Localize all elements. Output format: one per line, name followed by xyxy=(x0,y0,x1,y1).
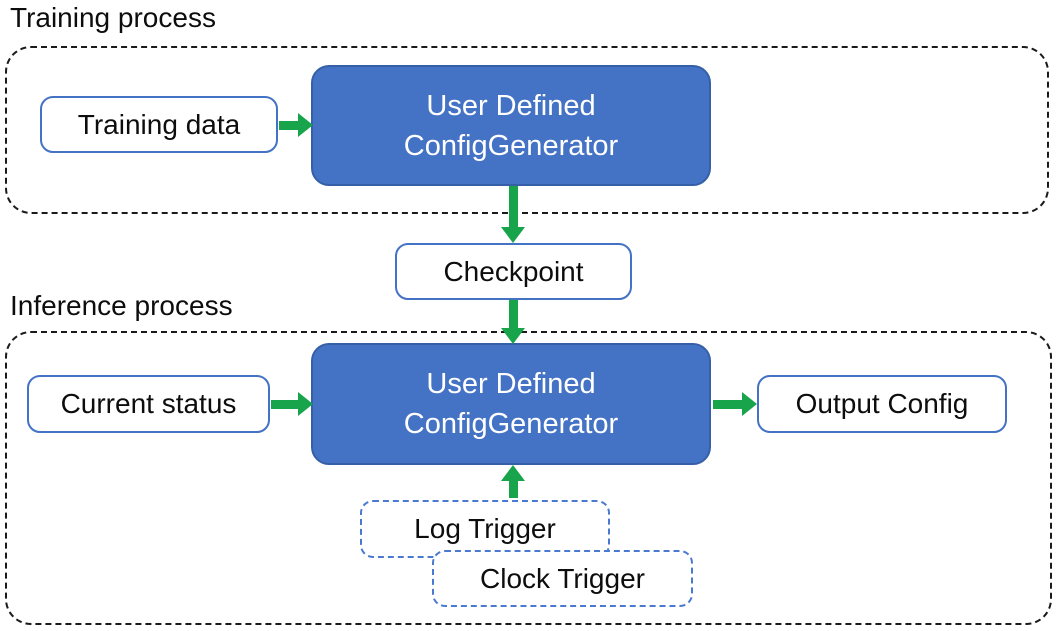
inference-config-generator-box: User Defined ConfigGenerator xyxy=(311,343,711,465)
arrow-head xyxy=(298,392,313,416)
clock-trigger-box: Clock Trigger xyxy=(432,550,693,607)
training-config-generator-line1: User Defined xyxy=(426,89,596,122)
log-trigger-label: Log Trigger xyxy=(414,513,556,544)
inference-config-generator-line2: ConfigGenerator xyxy=(403,408,619,440)
training-process-container xyxy=(5,46,1049,214)
inference-process-container xyxy=(5,331,1052,625)
arrow-head xyxy=(501,328,525,344)
arrow-right-generator-to-output-config-icon xyxy=(713,392,757,416)
arrow-stem xyxy=(713,399,742,409)
checkpoint-label: Checkpoint xyxy=(443,255,584,287)
training-process-label: Training process xyxy=(10,2,216,33)
checkpoint-box: Checkpoint xyxy=(395,243,632,300)
training-data-box: Training data xyxy=(40,96,278,153)
arrow-stem xyxy=(508,481,518,498)
clock-trigger-label: Clock Trigger xyxy=(480,562,645,594)
arrow-head xyxy=(501,465,525,481)
arrow-head xyxy=(742,392,757,416)
current-status-label: Current status xyxy=(60,388,237,419)
inference-process-label: Inference process xyxy=(10,290,233,321)
output-config-box: Output Config xyxy=(757,375,1007,433)
current-status-box: Current status xyxy=(27,375,270,433)
arrow-down-checkpoint-to-generator-icon xyxy=(501,300,525,344)
arrow-stem xyxy=(271,399,298,409)
arrow-head xyxy=(501,227,525,243)
arrow-stem xyxy=(279,120,298,130)
arrow-down-generator-to-checkpoint-icon xyxy=(501,186,525,243)
arrow-right-training-data-to-generator-icon xyxy=(279,113,313,137)
log-trigger-box: Log Trigger xyxy=(360,500,610,558)
arrow-up-triggers-to-generator-icon xyxy=(501,465,525,498)
inference-config-generator-line1: User Defined xyxy=(426,368,596,400)
training-data-label: Training data xyxy=(77,108,241,140)
arrow-head xyxy=(298,113,313,137)
training-config-generator-box: User Defined ConfigGenerator xyxy=(311,65,711,186)
arrow-stem xyxy=(508,300,518,328)
arrow-right-current-status-to-generator-icon xyxy=(271,392,313,416)
output-config-label: Output Config xyxy=(795,388,969,419)
arrow-stem xyxy=(508,186,518,227)
training-config-generator-line2: ConfigGenerator xyxy=(403,129,619,162)
